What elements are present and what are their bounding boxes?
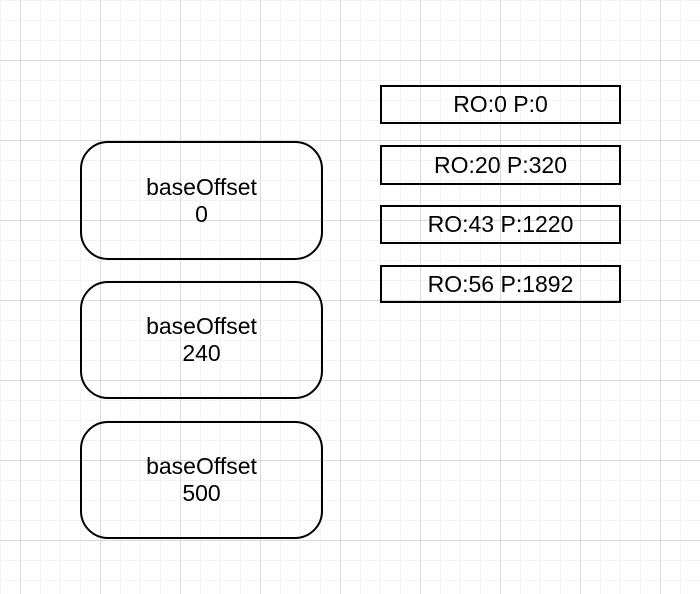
node-label: baseOffset (146, 313, 257, 339)
node-ro0-p0[interactable]: RO:0 P:0 (380, 85, 621, 124)
node-ro20-p320[interactable]: RO:20 P:320 (380, 145, 621, 185)
node-label: RO:0 P:0 (453, 91, 548, 117)
node-value: 240 (182, 340, 221, 366)
node-value: 500 (182, 480, 221, 506)
node-label: baseOffset (146, 453, 257, 479)
node-label: RO:56 P:1892 (427, 270, 574, 297)
node-label: baseOffset (146, 173, 257, 200)
node-base-offset-500[interactable]: baseOffset 500 (80, 421, 323, 539)
node-base-offset-0[interactable]: baseOffset 0 (80, 141, 323, 260)
node-label: RO:20 P:320 (434, 151, 567, 178)
node-label: RO:43 P:1220 (427, 211, 574, 237)
node-base-offset-240[interactable]: baseOffset 240 (80, 281, 323, 399)
node-ro56-p1892[interactable]: RO:56 P:1892 (380, 265, 621, 303)
node-ro43-p1220[interactable]: RO:43 P:1220 (380, 205, 621, 244)
node-value: 0 (195, 200, 208, 227)
